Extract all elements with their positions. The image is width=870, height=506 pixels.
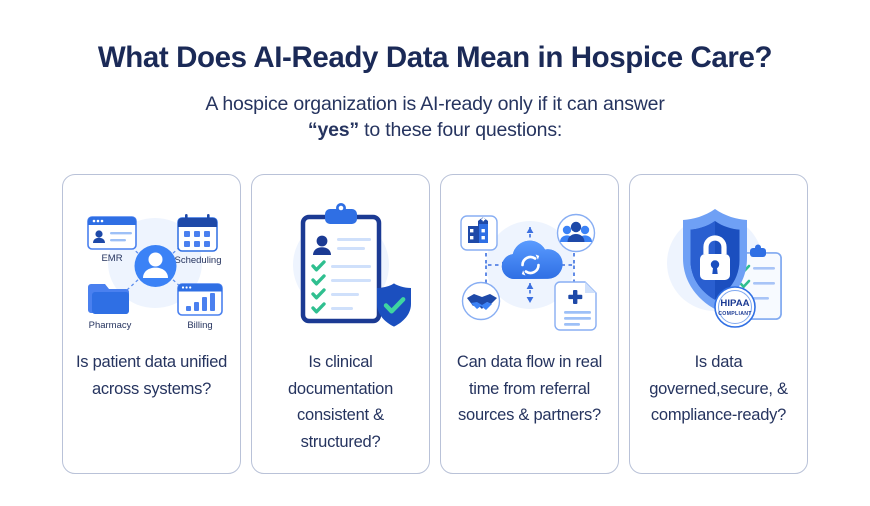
badge-line-2: COMPLIANT (718, 311, 752, 317)
people-group-icon (556, 213, 595, 253)
badge-line-1: HIPAA (720, 298, 749, 309)
node-label-emr: EMR (101, 253, 122, 264)
subtitle-line-1: A hospice organization is AI-ready only … (205, 93, 665, 116)
checklist-row (310, 302, 353, 314)
card-question-text: Is clinical documentation consistent & s… (288, 353, 393, 452)
hipaa-compliant-badge: HIPAA COMPLIANT (713, 286, 756, 328)
patient-avatar-icon (312, 235, 331, 255)
patient-avatar-icon (134, 245, 176, 287)
emr-window-icon (86, 216, 137, 250)
card-question-text: Can data flow in real time from referral… (456, 353, 603, 425)
cloud-sync-network-icon (450, 191, 610, 341)
hospital-building-icon (459, 215, 498, 251)
node-label-billing: Billing (187, 320, 212, 331)
shield-check-icon (376, 283, 411, 327)
shield-lock-compliance-icon: HIPAA COMPLIANT (639, 191, 799, 341)
card-question-text: Is patient data unified across systems? (75, 353, 228, 398)
calendar-icon (176, 214, 218, 252)
folder-icon (87, 284, 129, 314)
page-title: What Does AI-Ready Data Mean in Hospice … (97, 41, 773, 74)
question-card-governance-security[interactable]: HIPAA COMPLIANT Is data governed,secure,… (629, 174, 808, 474)
node-label-scheduling: Scheduling (174, 255, 221, 266)
handshake-icon (461, 281, 500, 321)
medical-document-icon (553, 281, 597, 331)
question-card-real-time-data-flow[interactable]: Can data flow in real time from referral… (440, 174, 619, 474)
card-question-text: Is data governed,secure, & compliance-re… (649, 353, 788, 425)
cloud-sync-icon (501, 240, 563, 279)
subtitle-line-2-rest: to these four questions: (358, 119, 563, 142)
node-label-pharmacy: Pharmacy (88, 320, 131, 331)
header: What Does AI-Ready Data Mean in Hospice … (0, 40, 870, 144)
checklist-row (310, 260, 371, 272)
checklist-row (310, 288, 359, 300)
connected-systems-icon: EMR (72, 191, 232, 341)
bar-chart-window-icon (176, 283, 223, 316)
question-card-row: EMR (62, 174, 808, 474)
question-card-unified-patient-data[interactable]: EMR (62, 174, 241, 474)
clipboard-checklist-icon (261, 191, 421, 341)
page-subtitle: A hospice organization is AI-ready only … (0, 92, 870, 143)
subtitle-emphasis-yes: “yes” (307, 119, 359, 142)
checklist-rows (310, 260, 371, 314)
checklist-row (310, 274, 371, 286)
question-card-clinical-documentation[interactable]: Is clinical documentation consistent & s… (251, 174, 430, 474)
shield-lock-icon (682, 209, 747, 309)
